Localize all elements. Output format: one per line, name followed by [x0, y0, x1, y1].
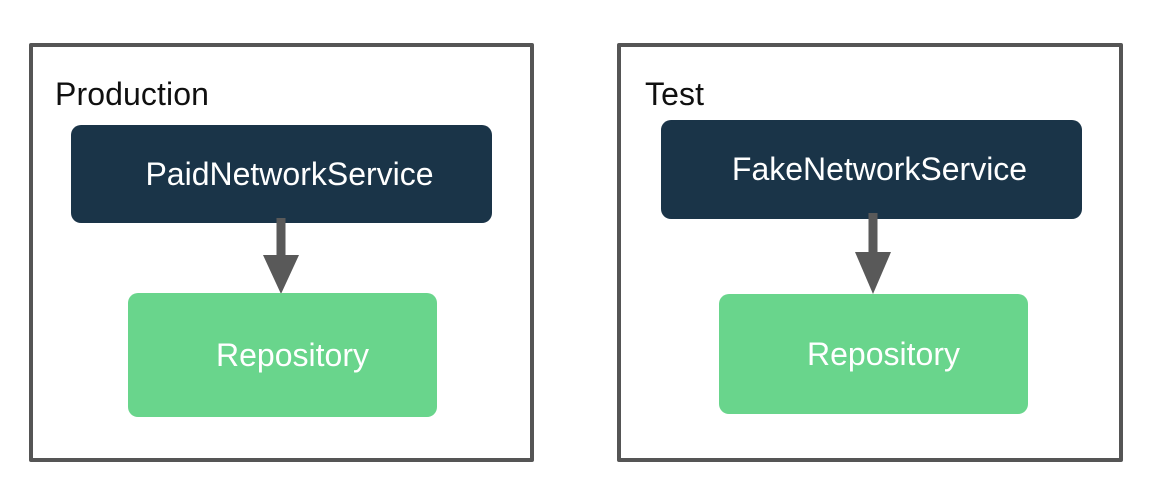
- node-fake-network-service-label: FakeNetworkService: [731, 151, 1028, 187]
- node-repository-test-label: Repository: [807, 335, 960, 372]
- arrow-test-service-to-repository: [855, 213, 891, 294]
- node-repository-production-label: Repository: [216, 336, 369, 373]
- node-repository-production[interactable]: Repository: [128, 293, 437, 417]
- group-label-production: Production: [55, 76, 209, 112]
- group-label-test: Test: [645, 76, 705, 112]
- node-paid-network-service-label: PaidNetworkService: [145, 155, 434, 192]
- arrow-production-service-to-repository: [263, 218, 299, 294]
- node-paid-network-service[interactable]: PaidNetworkService: [71, 125, 492, 223]
- node-fake-network-service[interactable]: FakeNetworkService: [661, 120, 1082, 219]
- node-repository-test[interactable]: Repository: [719, 294, 1028, 414]
